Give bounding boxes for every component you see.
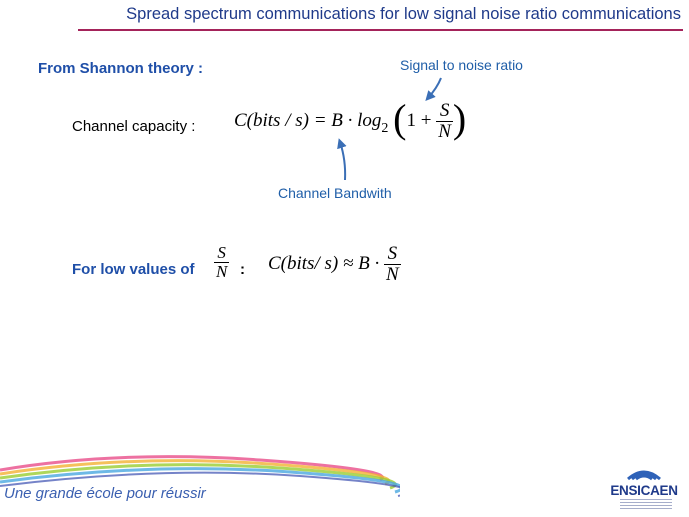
approx-formula: C(bits/ s) ≈ B · S N	[268, 244, 401, 285]
ensicaen-logo: ENSICAEN	[606, 463, 682, 513]
snr-fraction: S N	[436, 101, 453, 142]
capacity-formula: C(bits / s) = B · log2 (1 + S N )	[234, 96, 467, 145]
close-paren: )	[452, 96, 467, 141]
low-values-colon: :	[240, 261, 245, 278]
log-base-subscript: 2	[381, 120, 389, 136]
footer-swoosh	[0, 455, 400, 497]
snr-small-denominator: N	[216, 261, 228, 281]
snr-small-formula: S N	[214, 244, 230, 281]
snr-arrow	[425, 77, 442, 101]
channel-bandwidth-label: Channel Bandwith	[278, 185, 392, 201]
open-paren: (	[393, 96, 407, 141]
logo-fine-print	[620, 499, 672, 509]
approx-denominator: N	[386, 263, 399, 285]
slide-title: Spread spectrum communications for low s…	[126, 5, 681, 23]
title-divider	[78, 29, 683, 31]
approx-numerator: S	[384, 244, 401, 265]
one-plus: 1 +	[406, 109, 432, 131]
low-values-label: For low values of	[72, 261, 195, 278]
section-heading: From Shannon theory :	[38, 60, 203, 77]
footer-tagline: Une grande école pour réussir	[4, 485, 206, 502]
snr-numerator: S	[436, 101, 453, 122]
snr-denominator: N	[438, 121, 451, 142]
capacity-formula-lhs: C(bits / s) = B · log	[234, 109, 382, 131]
logo-wordmark: ENSICAEN	[610, 483, 678, 498]
channel-capacity-label: Channel capacity :	[72, 118, 196, 135]
bandwidth-arrow	[337, 138, 347, 181]
snr-small-numerator: S	[214, 244, 230, 263]
ensicaen-logo-icon	[627, 470, 661, 481]
signal-to-noise-label: Signal to noise ratio	[400, 57, 523, 73]
approx-formula-lhs: C(bits/ s) ≈ B ·	[268, 252, 380, 274]
